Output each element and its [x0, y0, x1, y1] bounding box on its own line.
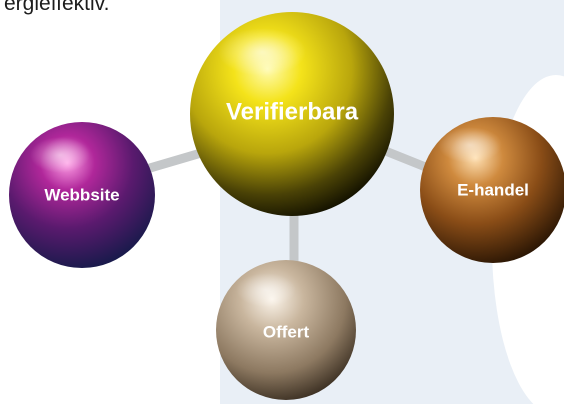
node-verifierbara-label: Verifierbara: [226, 99, 359, 126]
node-e-handel: E-handel: [420, 117, 564, 263]
node-verifierbara: Verifierbara: [190, 12, 394, 216]
node-e-handel-label: E-handel: [457, 181, 529, 200]
node-offert: Offert: [216, 260, 356, 400]
node-webbsite: Webbsite: [9, 122, 155, 268]
caption-text: ergieffektiv.: [4, 0, 110, 15]
node-webbsite-label: Webbsite: [44, 186, 119, 205]
node-offert-label: Offert: [263, 323, 310, 342]
